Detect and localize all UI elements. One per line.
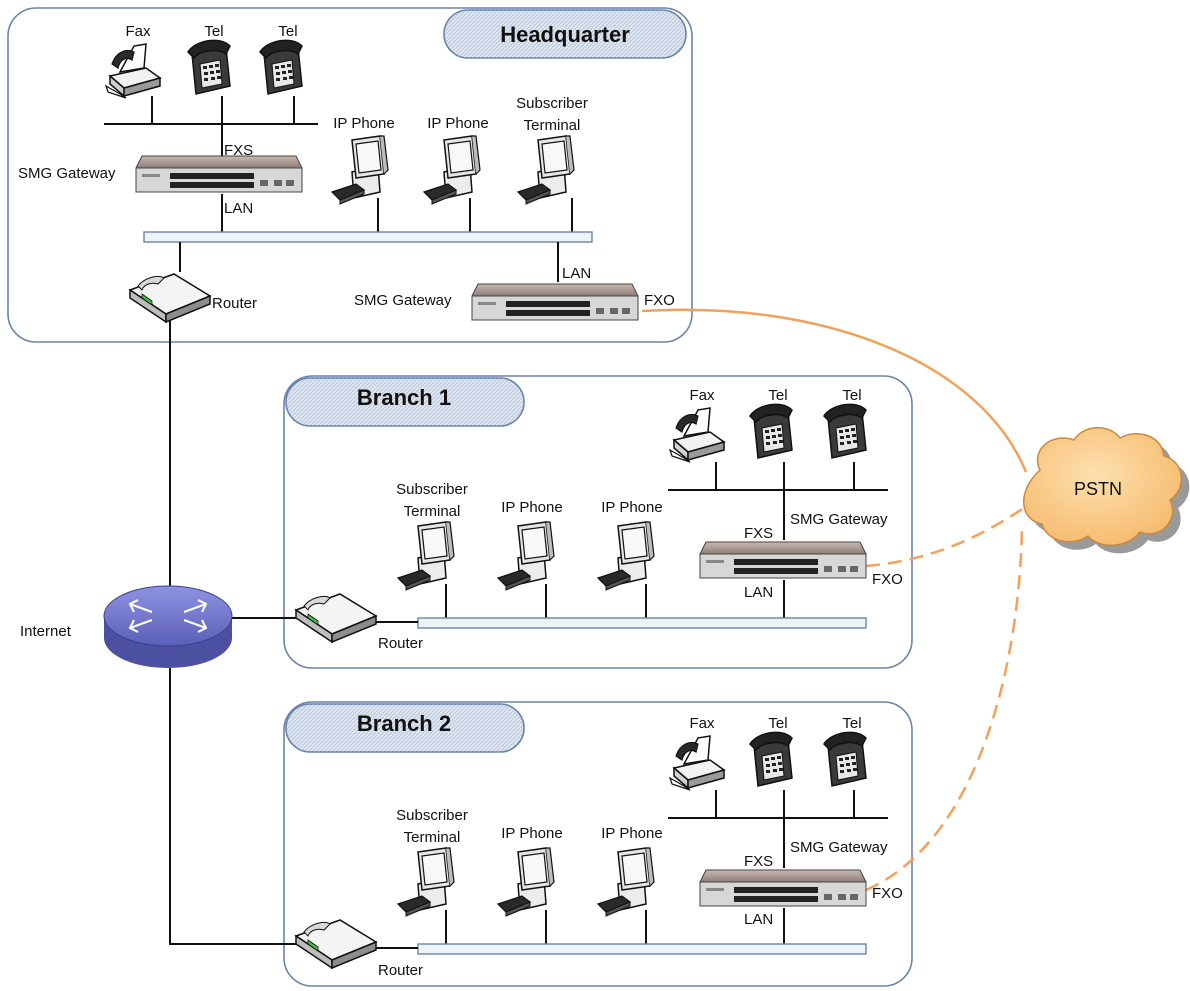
b1-lan-bus <box>417 617 867 629</box>
wire-internet-to-branch2-router <box>169 668 298 945</box>
pstn-label: PSTN <box>1074 479 1122 499</box>
b1-ip-phone-1-label: IP Phone <box>501 499 562 516</box>
b2-subscriber-label-line1: Subscriber <box>396 807 468 824</box>
hq-tel1-label: Tel <box>204 23 223 40</box>
hq-fxs-label: FXS <box>224 142 253 159</box>
internet-label: Internet <box>20 623 72 640</box>
hq-fax-label: Fax <box>125 23 151 40</box>
hq-smg-gateway-2-icon <box>471 283 639 321</box>
b2-lan-label: LAN <box>744 911 773 928</box>
headquarter-title: Headquarter <box>500 22 630 47</box>
b1-fxs-label: FXS <box>744 525 773 542</box>
b2-ip-phone-2-label: IP Phone <box>601 825 662 842</box>
hq-fxo-label: FXO <box>644 292 675 309</box>
b2-fxo-label: FXO <box>872 885 903 902</box>
b2-tel2-label: Tel <box>842 715 861 732</box>
b2-lan-bus <box>417 943 867 955</box>
pstn-link-headquarter <box>641 308 1028 473</box>
pstn-link-branch1 <box>865 506 1025 568</box>
b1-fxo-label: FXO <box>872 571 903 588</box>
hq-tel2-label: Tel <box>278 23 297 40</box>
b2-router-label: Router <box>378 962 423 979</box>
b1-subscriber-label-line2: Terminal <box>404 503 461 520</box>
b2-tel1-label: Tel <box>768 715 787 732</box>
pstn-cloud: PSTN <box>1023 427 1190 554</box>
b2-smg-gateway-label: SMG Gateway <box>790 839 888 856</box>
hq-ip-phone-1-label: IP Phone <box>333 115 394 132</box>
hq-gw2-lan-label: LAN <box>562 265 591 282</box>
hq-smg-gateway-1-label: SMG Gateway <box>18 165 116 182</box>
b1-ip-phone-2-label: IP Phone <box>601 499 662 516</box>
branch2-title-tab <box>285 703 525 753</box>
b2-ip-phone-1-label: IP Phone <box>501 825 562 842</box>
hq-smg-gateway-1-icon <box>135 155 303 193</box>
hq-router-label: Router <box>212 295 257 312</box>
internet-icon <box>103 585 233 668</box>
branch2-title: Branch 2 <box>357 711 451 736</box>
branch1-title-tab <box>285 377 525 427</box>
b2-subscriber-label-line2: Terminal <box>404 829 461 846</box>
b1-lan-label: LAN <box>744 584 773 601</box>
b1-smg-gateway-icon <box>699 541 867 579</box>
branch2-site-frame <box>283 701 913 987</box>
b1-smg-gateway-label: SMG Gateway <box>790 511 888 528</box>
hq-smg-gateway-2-label: SMG Gateway <box>354 292 452 309</box>
headquarter-title-tab <box>443 9 687 59</box>
hq-ip-phone-2-label: IP Phone <box>427 115 488 132</box>
branch1-title: Branch 1 <box>357 385 451 410</box>
b1-router-label: Router <box>378 635 423 652</box>
branch1-site-frame <box>283 375 913 669</box>
hq-gw1-lan-label: LAN <box>224 200 253 217</box>
b1-tel2-label: Tel <box>842 387 861 404</box>
b1-tel1-label: Tel <box>768 387 787 404</box>
b1-subscriber-label-line1: Subscriber <box>396 481 468 498</box>
b2-fxs-label: FXS <box>744 853 773 870</box>
pstn-link-branch2 <box>865 525 1024 892</box>
b1-fax-label: Fax <box>689 387 715 404</box>
hq-lan-bus <box>143 231 593 243</box>
b2-smg-gateway-icon <box>699 869 867 907</box>
b2-fax-label: Fax <box>689 715 715 732</box>
hq-subscriber-label-line2: Terminal <box>524 117 581 134</box>
hq-subscriber-label-line1: Subscriber <box>516 95 588 112</box>
